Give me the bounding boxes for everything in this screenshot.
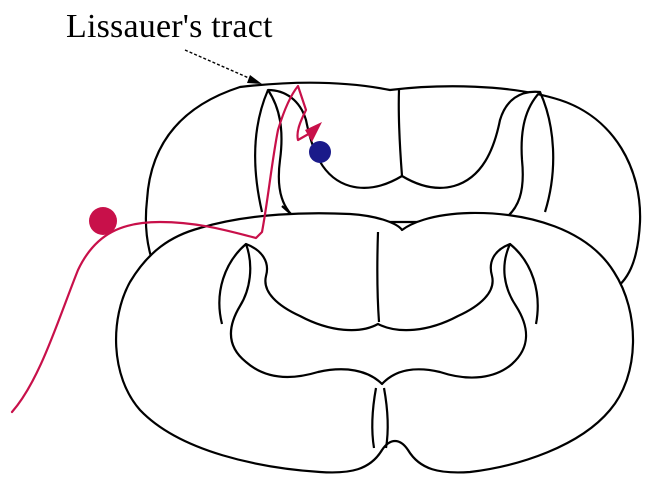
lower-cord-section <box>116 213 633 473</box>
lissauers-tract-label: Lissauer's tract <box>66 8 273 46</box>
label-pointer <box>185 50 262 84</box>
interneuron-cell-body <box>309 141 331 163</box>
sensory-neuron-cell-body <box>89 207 117 235</box>
